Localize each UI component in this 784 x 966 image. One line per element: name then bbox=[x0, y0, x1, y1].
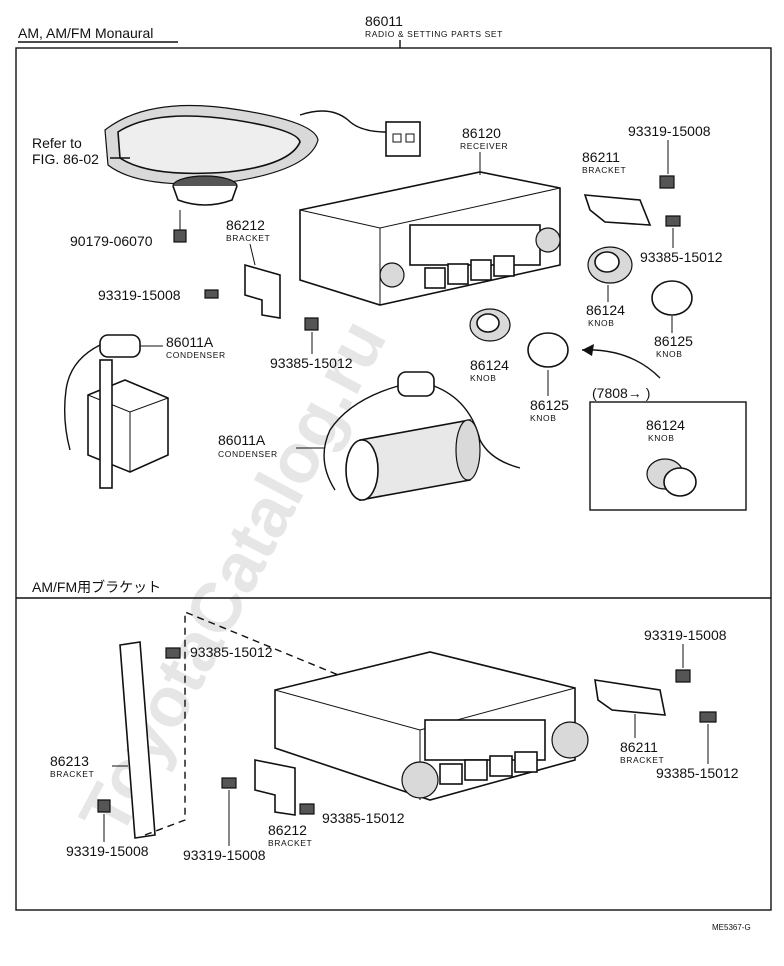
screw-93385-top-right bbox=[665, 215, 681, 227]
screw-93385-bottom-mid bbox=[299, 803, 315, 815]
label-condenser-mid-name: CONDENSER bbox=[218, 449, 278, 459]
label-knob-86124-right-name: KNOB bbox=[588, 318, 615, 328]
label-knob-86124-mid-name: KNOB bbox=[470, 373, 497, 383]
label-knob-86124-right-number: 86124 bbox=[586, 302, 625, 318]
label-93385-bottom-top-number: 93385-15012 bbox=[190, 644, 273, 660]
label-86213-name: BRACKET bbox=[50, 769, 94, 779]
label-86212-top-name: BRACKET bbox=[226, 233, 270, 243]
bracket-86211-bottom bbox=[594, 679, 666, 716]
label-knob-86124-inset-name: KNOB bbox=[648, 433, 675, 443]
receiver-86120 bbox=[299, 171, 561, 306]
inset-arrow bbox=[581, 349, 661, 379]
label-86211-top-name: BRACKET bbox=[582, 165, 626, 175]
screw-93385-bottom-top bbox=[165, 647, 181, 659]
label-93385-top-mid-number: 93385-15012 bbox=[270, 355, 353, 371]
set-number: 86011 bbox=[365, 13, 403, 29]
knob-86124-mid bbox=[469, 308, 511, 342]
speaker-connector bbox=[385, 121, 421, 157]
speaker-wire bbox=[299, 110, 387, 133]
label-knob-86125-mid-name: KNOB bbox=[530, 413, 557, 423]
inset-frame bbox=[589, 401, 747, 511]
leader-86212-top bbox=[249, 243, 256, 266]
label-93319-top-left-number: 93319-15008 bbox=[98, 287, 181, 303]
label-condenser-left-number: 86011A bbox=[166, 334, 214, 350]
bracket-86211-top bbox=[583, 194, 652, 226]
screw-93319-bottom-right bbox=[675, 669, 691, 683]
label-86211-top-number: 86211 bbox=[582, 149, 620, 165]
nut-90179 bbox=[173, 229, 187, 243]
label-93385-bottom-right-number: 93385-15012 bbox=[656, 765, 739, 781]
section-title-top: AM, AM/FM Monaural bbox=[18, 25, 153, 41]
screw-93319-bottom-left bbox=[97, 799, 111, 813]
screw-93319-top-right bbox=[659, 175, 675, 189]
label-93319-top-right-number: 93319-15008 bbox=[628, 123, 711, 139]
label-86120-number: 86120 bbox=[462, 125, 501, 141]
figure-code: ME5367-G bbox=[712, 923, 751, 932]
inset-label: (7808→ ) bbox=[592, 385, 650, 401]
label-86211-bottom-number: 86211 bbox=[620, 739, 658, 755]
knob-86124-right bbox=[587, 246, 633, 284]
reference-line2: FIG. 86-02 bbox=[32, 151, 99, 167]
bracket-86212-top bbox=[244, 263, 281, 319]
label-93385-top-right-number: 93385-15012 bbox=[640, 249, 723, 265]
reference-line1: Refer to bbox=[32, 135, 82, 151]
screw-93319-bottom-mid bbox=[221, 777, 237, 789]
knob-86125-mid bbox=[527, 332, 569, 368]
label-86213-number: 86213 bbox=[50, 753, 89, 769]
label-knob-86125-mid-number: 86125 bbox=[530, 397, 569, 413]
screw-93385-bottom-right bbox=[699, 711, 717, 723]
bracket-86212-bottom bbox=[254, 759, 296, 816]
label-93319-bottom-right-number: 93319-15008 bbox=[644, 627, 727, 643]
label-86212-bottom-number: 86212 bbox=[268, 822, 307, 838]
inset-arrowhead bbox=[582, 344, 594, 356]
mounting-guide-line bbox=[144, 610, 371, 836]
label-86120-name: RECEIVER bbox=[460, 141, 508, 151]
screw-93385-top-mid bbox=[304, 317, 319, 331]
label-86212-top-number: 86212 bbox=[226, 217, 265, 233]
set-name: RADIO & SETTING PARTS SET bbox=[365, 29, 503, 39]
condenser-86011a-left bbox=[63, 334, 169, 489]
label-condenser-left-name: CONDENSER bbox=[166, 350, 226, 360]
label-knob-86125-right-number: 86125 bbox=[654, 333, 693, 349]
knob-86124-inset bbox=[646, 458, 697, 497]
label-93385-bottom-mid-number: 93385-15012 bbox=[322, 810, 405, 826]
knob-86125-right bbox=[651, 280, 693, 316]
label-90179-number: 90179-06070 bbox=[70, 233, 153, 249]
label-knob-86124-inset-number: 86124 bbox=[646, 417, 685, 433]
label-93319-bottom-mid-number: 93319-15008 bbox=[183, 847, 266, 863]
section-title-bottom: AM/FM用ブラケット bbox=[32, 579, 161, 595]
speaker bbox=[104, 104, 319, 206]
bracket-86213 bbox=[119, 641, 156, 839]
label-86212-bottom-name: BRACKET bbox=[268, 838, 312, 848]
label-knob-86124-mid-number: 86124 bbox=[470, 357, 509, 373]
condenser-86011a-mid bbox=[323, 371, 521, 501]
screw-93319-top-left bbox=[204, 289, 219, 299]
label-93319-bottom-left-number: 93319-15008 bbox=[66, 843, 149, 859]
label-86211-bottom-name: BRACKET bbox=[620, 755, 664, 765]
label-condenser-mid-number: 86011A bbox=[218, 432, 266, 448]
receiver-bottom bbox=[274, 651, 589, 801]
label-knob-86125-right-name: KNOB bbox=[656, 349, 683, 359]
outer-frame bbox=[15, 47, 772, 911]
